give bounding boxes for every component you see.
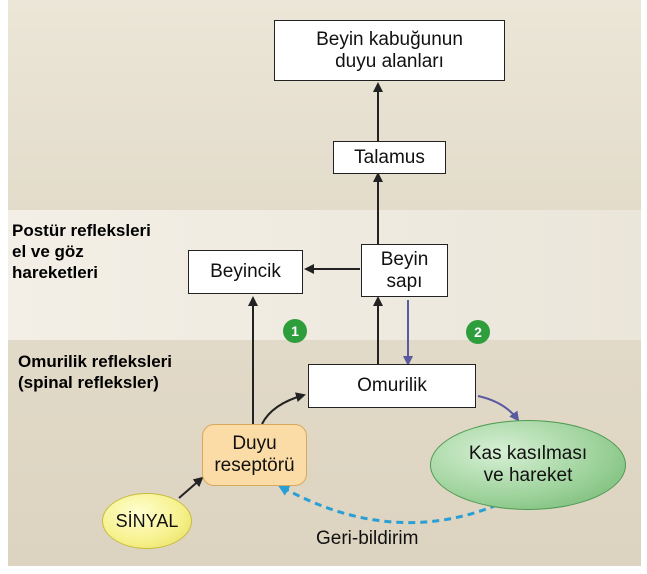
arrow-signal-to-receptor (178, 476, 204, 499)
arrow-spinal-to-muscle (477, 395, 520, 422)
arrow-receptor-to-spinal (261, 392, 306, 425)
node-muscle-contraction: Kas kasılması ve hareket (430, 420, 626, 510)
feedback-arc (277, 484, 498, 525)
node-signal: SİNYAL (102, 493, 192, 549)
node-thalamus: Talamus (333, 141, 446, 174)
badge-2: 2 (466, 320, 490, 344)
badge-1: 1 (283, 319, 307, 343)
node-cortex: Beyin kabuğunun duyu alanları (274, 20, 505, 81)
node-brainstem: Beyin sapı (361, 244, 448, 297)
node-spinal-cord: Omurilik (308, 364, 476, 408)
node-cerebellum: Beyincik (188, 250, 303, 294)
label-spinal-reflexes: Omurilik refleksleri (spinal refleksler) (18, 352, 173, 392)
node-sensory-receptor: Duyu reseptörü (202, 424, 307, 486)
band-brainstem-level (8, 210, 641, 340)
label-posture-reflexes: Postür refleksleri el ve göz hareketleri (12, 221, 151, 282)
label-feedback: Geri-bildirim (316, 528, 419, 549)
